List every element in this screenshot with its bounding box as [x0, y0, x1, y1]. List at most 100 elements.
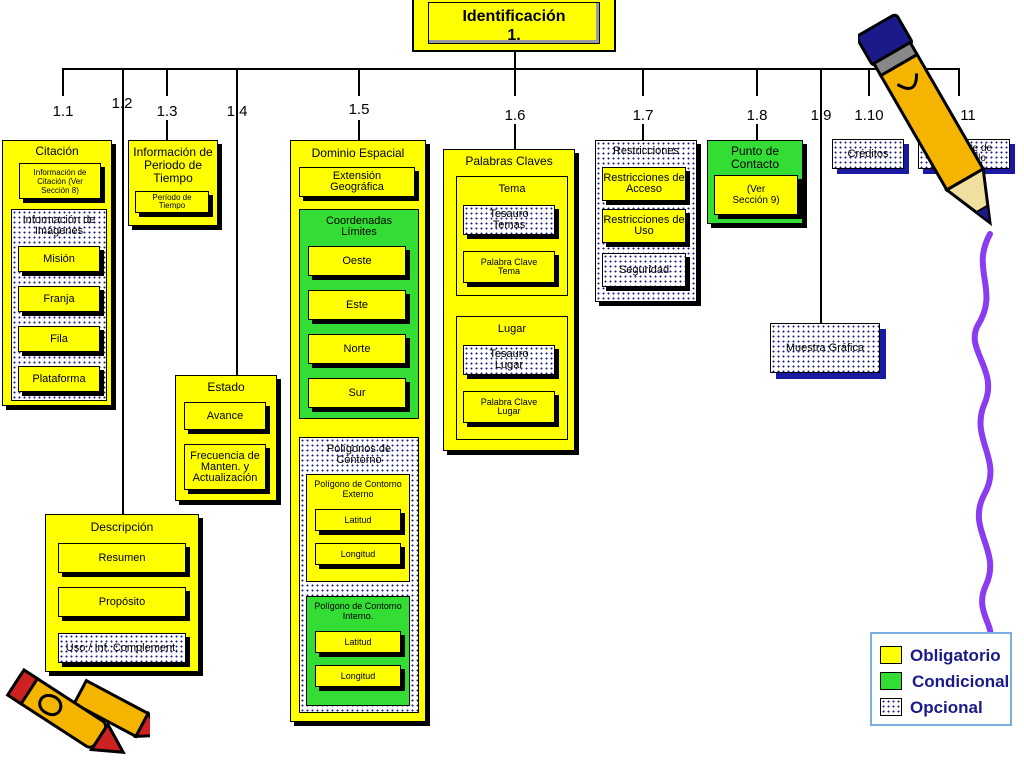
punto-contacto-title: Punto de Contacto	[730, 144, 780, 171]
descripcion-box: Descripción Resumen Propósito Uso / Inf.…	[45, 514, 199, 672]
root-box: Identificación 1.	[412, 0, 616, 52]
drop-1-3-lower	[166, 120, 168, 140]
palabras-title: Palabras Claves	[465, 154, 553, 168]
lugar-box: Lugar Tesauro Lugar Palabra Clave Lugar	[456, 316, 568, 440]
dominio-box: Dominio Espacial Extensión Geográfica Co…	[290, 140, 426, 722]
norte-box: Norte	[308, 334, 406, 364]
branch-number: 1.10	[854, 107, 884, 124]
drop-11	[958, 68, 960, 96]
punto-contacto-item-box: (Ver Sección 9)	[714, 175, 798, 215]
drop-1-3	[166, 68, 168, 96]
contorno-interno-title: Polígono de Contorno Interno.	[314, 601, 402, 621]
drop-1-1	[62, 68, 64, 96]
drop-1-5	[358, 68, 360, 96]
drop-1-5-lower	[358, 120, 360, 140]
branch-number: 11	[960, 107, 976, 124]
pencil-top-right-icon	[858, 13, 992, 227]
periodo-item-box: Período de Tiempo	[135, 191, 209, 213]
tesauro-lugar-box: Tesauro Lugar	[463, 345, 555, 375]
resumen-box: Resumen	[58, 543, 186, 573]
estado-title: Estado	[207, 380, 245, 394]
sur-box: Sur	[308, 378, 406, 408]
legend-swatch-optional	[880, 698, 902, 716]
root-title: Identificación	[462, 8, 566, 25]
citacion-title: Citación	[35, 144, 79, 158]
drop-1-6	[514, 68, 516, 96]
tesauro-temas-box: Tesauro Temas	[463, 205, 555, 235]
drop-1-4	[236, 68, 238, 375]
avance-box: Avance	[184, 402, 266, 430]
frecuencia-box: Frecuencia de Manten. y Actualización	[184, 444, 266, 490]
periodo-box: Información de Periodo de Tiempo Período…	[128, 140, 218, 226]
drop-1-9	[820, 68, 822, 324]
branch-number: 1.2	[111, 95, 133, 112]
branch-number: 1.5	[348, 101, 370, 118]
legend-box: Obligatorio Condicional Opcional	[870, 632, 1012, 726]
restricciones-acceso-box: Restricciones de Acceso	[602, 167, 686, 201]
estado-box: Estado Avance Frecuencia de Manten. y Ac…	[175, 375, 277, 501]
creditos-box: Créditos	[832, 139, 904, 169]
contorno-externo-box: Polígono de Contorno Externo Latitud Lon…	[306, 474, 410, 582]
trunk-line	[514, 52, 516, 69]
branch-number: 1.7	[632, 107, 654, 124]
drop-1-6-lower	[514, 124, 516, 149]
legend-label-optional: Opcional	[910, 698, 983, 717]
plataforma-box: Plataforma	[18, 366, 100, 392]
scribble-decoration-icon	[971, 231, 994, 640]
oeste-box: Oeste	[308, 246, 406, 276]
root-inner: Identificación 1.	[428, 2, 600, 44]
drop-1-8-lower	[756, 124, 758, 140]
tema-title: Tema	[498, 183, 526, 195]
drop-1-7	[642, 68, 644, 96]
legend-label-conditional: Condicional	[912, 672, 1010, 691]
branch-number: 1.4	[226, 103, 248, 120]
mision-box: Misión	[18, 246, 100, 272]
longitud-interno-box: Longitud	[315, 665, 401, 687]
info-imagenes-box: Información de Imágenes Misión Franja Fi…	[11, 209, 107, 401]
tema-box: Tema Tesauro Temas Palabra Clave Tema	[456, 176, 568, 296]
muestra-grafica-box: Muestra Gráfica	[770, 323, 880, 373]
restricciones-uso-box: Restricciones de Uso	[602, 209, 686, 243]
periodo-title: Información de Periodo de Tiempo	[133, 145, 213, 185]
palabra-clave-tema-box: Palabra Clave Tema	[463, 251, 555, 283]
info-citacion-box: Información de Citación (Ver Sección 8)	[19, 163, 101, 199]
bus-line	[62, 68, 960, 70]
drop-1-7-lower	[642, 124, 644, 140]
poligonos-box: Polígonos de Contorno Polígono de Contor…	[299, 437, 419, 713]
drop-1-8	[756, 68, 758, 96]
fila-box: Fila	[18, 326, 100, 352]
proposito-box: Propósito	[58, 587, 186, 617]
este-box: Este	[308, 290, 406, 320]
branch-number: 1.1	[52, 103, 74, 120]
root-number: 1.	[507, 27, 521, 44]
punto-contacto-box: Punto de Contacto (Ver Sección 9)	[707, 140, 803, 224]
branch-number: 1.9	[810, 107, 832, 124]
branch-number: 1.8	[746, 107, 768, 124]
legend-label-mandatory: Obligatorio	[910, 646, 1001, 665]
legend-swatch-conditional	[880, 672, 902, 690]
longitud-externo-box: Longitud	[315, 543, 401, 565]
contorno-externo-title: Polígono de Contorno Externo	[314, 479, 402, 499]
drop-1-10	[868, 68, 870, 96]
citacion-box: Citación Información de Citación (Ver Se…	[2, 140, 112, 406]
lugar-title: Lugar	[497, 323, 527, 335]
franja-box: Franja	[18, 286, 100, 312]
palabras-box: Palabras Claves Tema Tesauro Temas Palab…	[443, 149, 575, 451]
poligonos-title: Polígonos de Contorno	[326, 443, 392, 466]
branch-number: 1.3	[156, 103, 178, 120]
extension-box: Extensión Geográfica	[299, 167, 415, 197]
restricciones-box: Restricciones Restricciones de Acceso Re…	[595, 140, 697, 302]
branch-number: 1.6	[504, 107, 526, 124]
palabra-clave-lugar-box: Palabra Clave Lugar	[463, 391, 555, 423]
uso-inf-box: Uso / Inf. Complement.	[58, 633, 186, 663]
crayons-bottom-left-icon	[5, 667, 150, 754]
drop-1-2	[122, 68, 124, 514]
info-imagenes-title: Información de Imágenes	[22, 214, 96, 237]
seguridad-box: Seguridad	[602, 253, 686, 287]
restricciones-title: Restricciones	[612, 145, 680, 157]
latitud-externo-box: Latitud	[315, 509, 401, 531]
descripcion-title: Descripción	[90, 520, 154, 534]
coordenadas-title: Coordenadas Límites	[325, 215, 393, 238]
contorno-interno-box: Polígono de Contorno Interno. Latitud Lo…	[306, 596, 410, 706]
dominio-title: Dominio Espacial	[311, 146, 405, 160]
